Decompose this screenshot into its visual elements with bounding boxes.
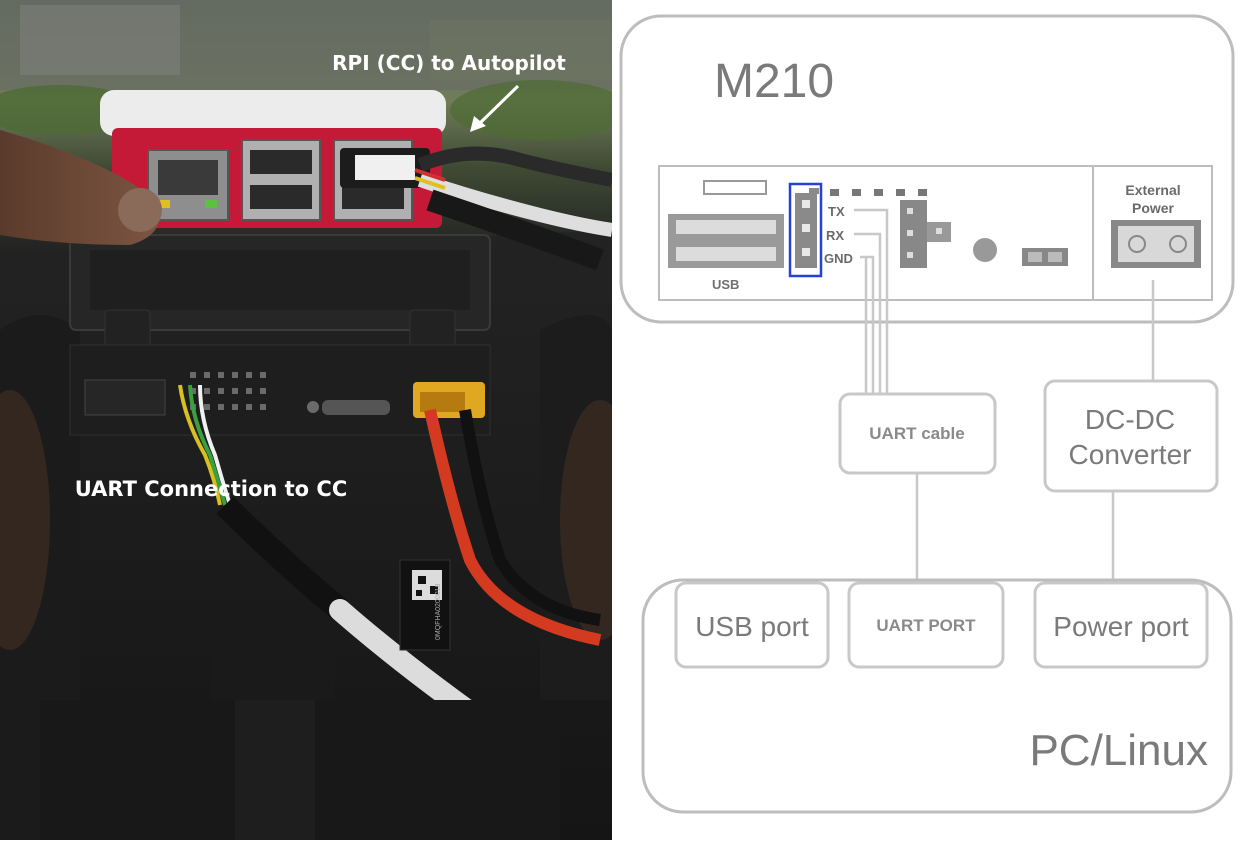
aux-connector (900, 200, 927, 268)
callout-rpi-to-autopilot: RPI (CC) to Autopilot (332, 51, 566, 75)
rpi-case-lid (100, 90, 446, 136)
uart-cable-label: UART cable (869, 424, 964, 443)
pc-linux-label: PC/Linux (1029, 726, 1208, 775)
qr-code-text: 0MQFHA0200018 (435, 583, 442, 640)
pin-label-tx: TX (828, 204, 845, 219)
uart-port-label: UART PORT (876, 616, 976, 635)
power-port-label: Power port (1053, 611, 1189, 642)
m210-device-panel (658, 165, 1213, 301)
gnd-wire (860, 255, 875, 394)
callout-arrow (476, 84, 520, 127)
pc-linux-box (641, 578, 1233, 814)
uart-port-box (847, 581, 1005, 669)
pin-label-gnd: GND (824, 251, 853, 266)
usb-slot-small (703, 180, 767, 195)
usb-port-label: USB port (695, 611, 809, 642)
tx-wire (854, 208, 889, 394)
external-power-label-1: External (1125, 182, 1180, 198)
usb-label: USB (712, 277, 739, 292)
uart-cable-sleeve (216, 496, 348, 620)
external-power-label-2: Power (1132, 200, 1175, 216)
connection-diagram: M210 USB TX RX GND (619, 14, 1235, 814)
dcdc-converter-box (1043, 379, 1219, 493)
uart-header-highlight (788, 182, 823, 278)
callout-uart-connection: UART Connection to CC (75, 477, 347, 501)
dcdc-label-2: Converter (1069, 439, 1192, 470)
dcdc-label-1: DC-DC (1085, 404, 1175, 435)
diagram-panel: M210 USB TX RX GND (612, 0, 1238, 840)
power-port-box (1033, 581, 1209, 669)
m210-box (619, 14, 1235, 324)
pin-label-rx: RX (826, 228, 844, 243)
rx-wire (854, 232, 882, 394)
photo-panel: 0MQFHA0200018 RPI (CC) to Autopilot UART… (0, 0, 640, 840)
round-button (973, 238, 997, 262)
white-cable (417, 173, 614, 237)
drone-photo: 0MQFHA0200018 RPI (CC) to Autopilot UART… (0, 0, 640, 840)
m210-title: M210 (714, 55, 834, 108)
usb-port-box (674, 581, 830, 669)
